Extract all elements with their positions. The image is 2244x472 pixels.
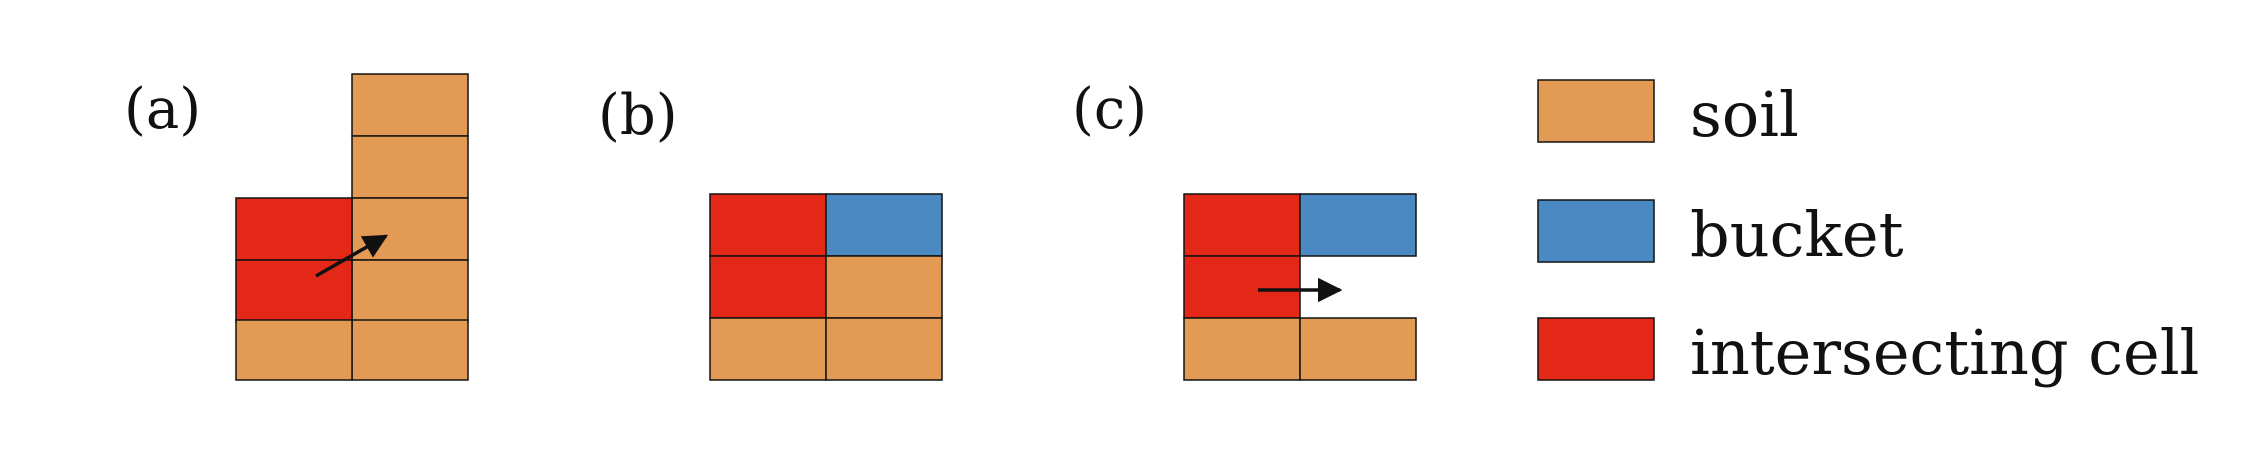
grid-cell-soil: [709, 317, 827, 381]
grid-cell-bucket: [825, 193, 943, 257]
panel-b-grid: [709, 193, 943, 381]
legend-label-soil: soil: [1690, 78, 1799, 151]
grid-cell-soil: [1183, 317, 1301, 381]
grid-cell-soil: [351, 135, 469, 199]
panel-label-b: (b): [598, 83, 678, 148]
grid-cell-soil: [235, 319, 353, 381]
grid-cell-soil: [825, 255, 943, 319]
grid-cell-soil: [351, 73, 469, 137]
grid-cell-intersecting: [1183, 255, 1301, 319]
grid-cell-intersecting: [235, 259, 353, 323]
grid-cell-soil: [825, 317, 943, 381]
legend-swatch-soil: [1537, 79, 1655, 143]
grid-cell-bucket: [1299, 193, 1417, 257]
grid-cell-intersecting: [709, 255, 827, 319]
panel-c-grid: [1183, 193, 1417, 381]
grid-cell-intersecting: [235, 197, 353, 261]
panel-label-c: (c): [1072, 77, 1147, 142]
arrow-panel-a: [315, 234, 389, 278]
legend-label-intersecting-cell: intersecting cell: [1690, 316, 2199, 389]
legend-swatch-intersecting-cell: [1537, 317, 1655, 381]
legend-swatch-bucket: [1537, 199, 1655, 263]
legend: soil bucket intersecting cell: [1537, 78, 2199, 389]
grid-cell-soil: [351, 259, 469, 323]
grid-cell-intersecting: [1183, 193, 1301, 257]
legend-label-bucket: bucket: [1690, 198, 1904, 271]
panel-a-grid: [235, 73, 469, 381]
panel-label-a: (a): [124, 77, 201, 142]
grid-cell-intersecting: [709, 193, 827, 257]
grid-cell-soil: [1299, 317, 1417, 381]
grid-cell-soil: [351, 319, 469, 381]
grid-cell-soil: [351, 197, 469, 261]
